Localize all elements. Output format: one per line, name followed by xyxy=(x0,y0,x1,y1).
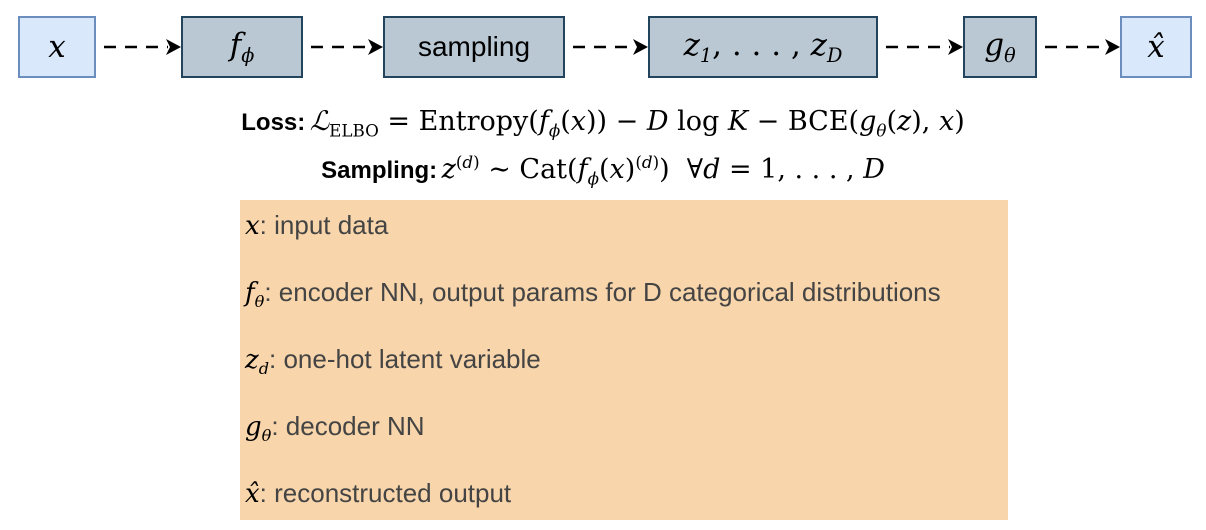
legend-symbol: gθ xyxy=(245,412,272,446)
legend-symbol-base: g xyxy=(245,412,262,442)
loss-label: Loss: xyxy=(241,109,306,136)
latent-zD-subscript: D xyxy=(827,44,843,68)
legend-symbol-base: f xyxy=(245,278,255,308)
latent-z1-subscript: 1 xyxy=(699,44,713,68)
legend-box: x: input data fθ: encoder NN, output par… xyxy=(240,200,1008,520)
sampling-expression: z(d) ∼ Cat(fϕ(x)(d)) ∀d = 1, . . . , D xyxy=(441,152,885,189)
legend-description: : one-hot latent variable xyxy=(269,344,541,374)
legend-symbol: zd xyxy=(245,345,270,379)
legend-symbol-base: z xyxy=(245,345,259,375)
encoder-node-label: fϕ xyxy=(230,27,255,67)
loss-expression: ℒELBO = Entropy(fϕ(x)) − D log K − BCE(g… xyxy=(309,106,965,141)
output-node-xhat-label: x̂ xyxy=(1147,29,1165,65)
loss-equation: Loss: ℒELBO = Entropy(fϕ(x)) − D log K −… xyxy=(0,106,1206,140)
legend-item-z: zd: one-hot latent variable xyxy=(245,344,541,378)
legend-symbol-subscript: θ xyxy=(261,426,272,446)
latent-node-z: z1, . . . , zD xyxy=(648,16,878,78)
legend-symbol: x xyxy=(245,211,260,241)
legend-item-x: x: input data xyxy=(245,210,388,241)
encoder-subscript: ϕ xyxy=(241,44,255,68)
sampling-equation: Sampling: z(d) ∼ Cat(fϕ(x)(d)) ∀d = 1, .… xyxy=(0,152,1206,188)
sampling-node: sampling xyxy=(383,16,565,78)
decoder-node-label: gθ xyxy=(984,27,1015,67)
legend-item-f: fθ: encoder NN, output params for D cate… xyxy=(245,277,941,311)
encoder-symbol: f xyxy=(229,26,242,63)
sampling-node-label: sampling xyxy=(417,31,531,62)
latent-z1-symbol: z xyxy=(683,26,700,63)
legend-description: : input data xyxy=(259,210,389,240)
legend-symbol: x̂ xyxy=(245,479,260,509)
legend-description: : encoder NN, output params for D catego… xyxy=(264,277,941,307)
loss-elbo-symbol: ℒELBO xyxy=(309,106,379,141)
decoder-node-g: gθ xyxy=(963,16,1037,78)
legend-symbol-subscript: θ xyxy=(254,292,265,312)
legend-item-xhat: x̂: reconstructed output xyxy=(245,478,511,509)
legend-symbol: fθ xyxy=(245,278,265,312)
latent-ellipsis: , . . . , xyxy=(712,26,811,63)
sampling-label: Sampling: xyxy=(321,157,438,184)
input-node-x-label: x xyxy=(48,29,66,65)
input-node-x: x xyxy=(18,16,96,78)
legend-description: : reconstructed output xyxy=(259,478,512,508)
decoder-symbol: g xyxy=(984,26,1005,63)
latent-node-label: z1, . . . , zD xyxy=(684,27,843,67)
encoder-node-f: fϕ xyxy=(181,16,303,78)
legend-symbol-subscript: d xyxy=(258,359,270,379)
decoder-subscript: θ xyxy=(1004,44,1016,68)
legend-description: : decoder NN xyxy=(271,411,425,441)
legend-item-g: gθ: decoder NN xyxy=(245,411,425,445)
latent-zD-symbol: z xyxy=(810,26,828,63)
output-node-xhat: x̂ xyxy=(1120,16,1192,78)
